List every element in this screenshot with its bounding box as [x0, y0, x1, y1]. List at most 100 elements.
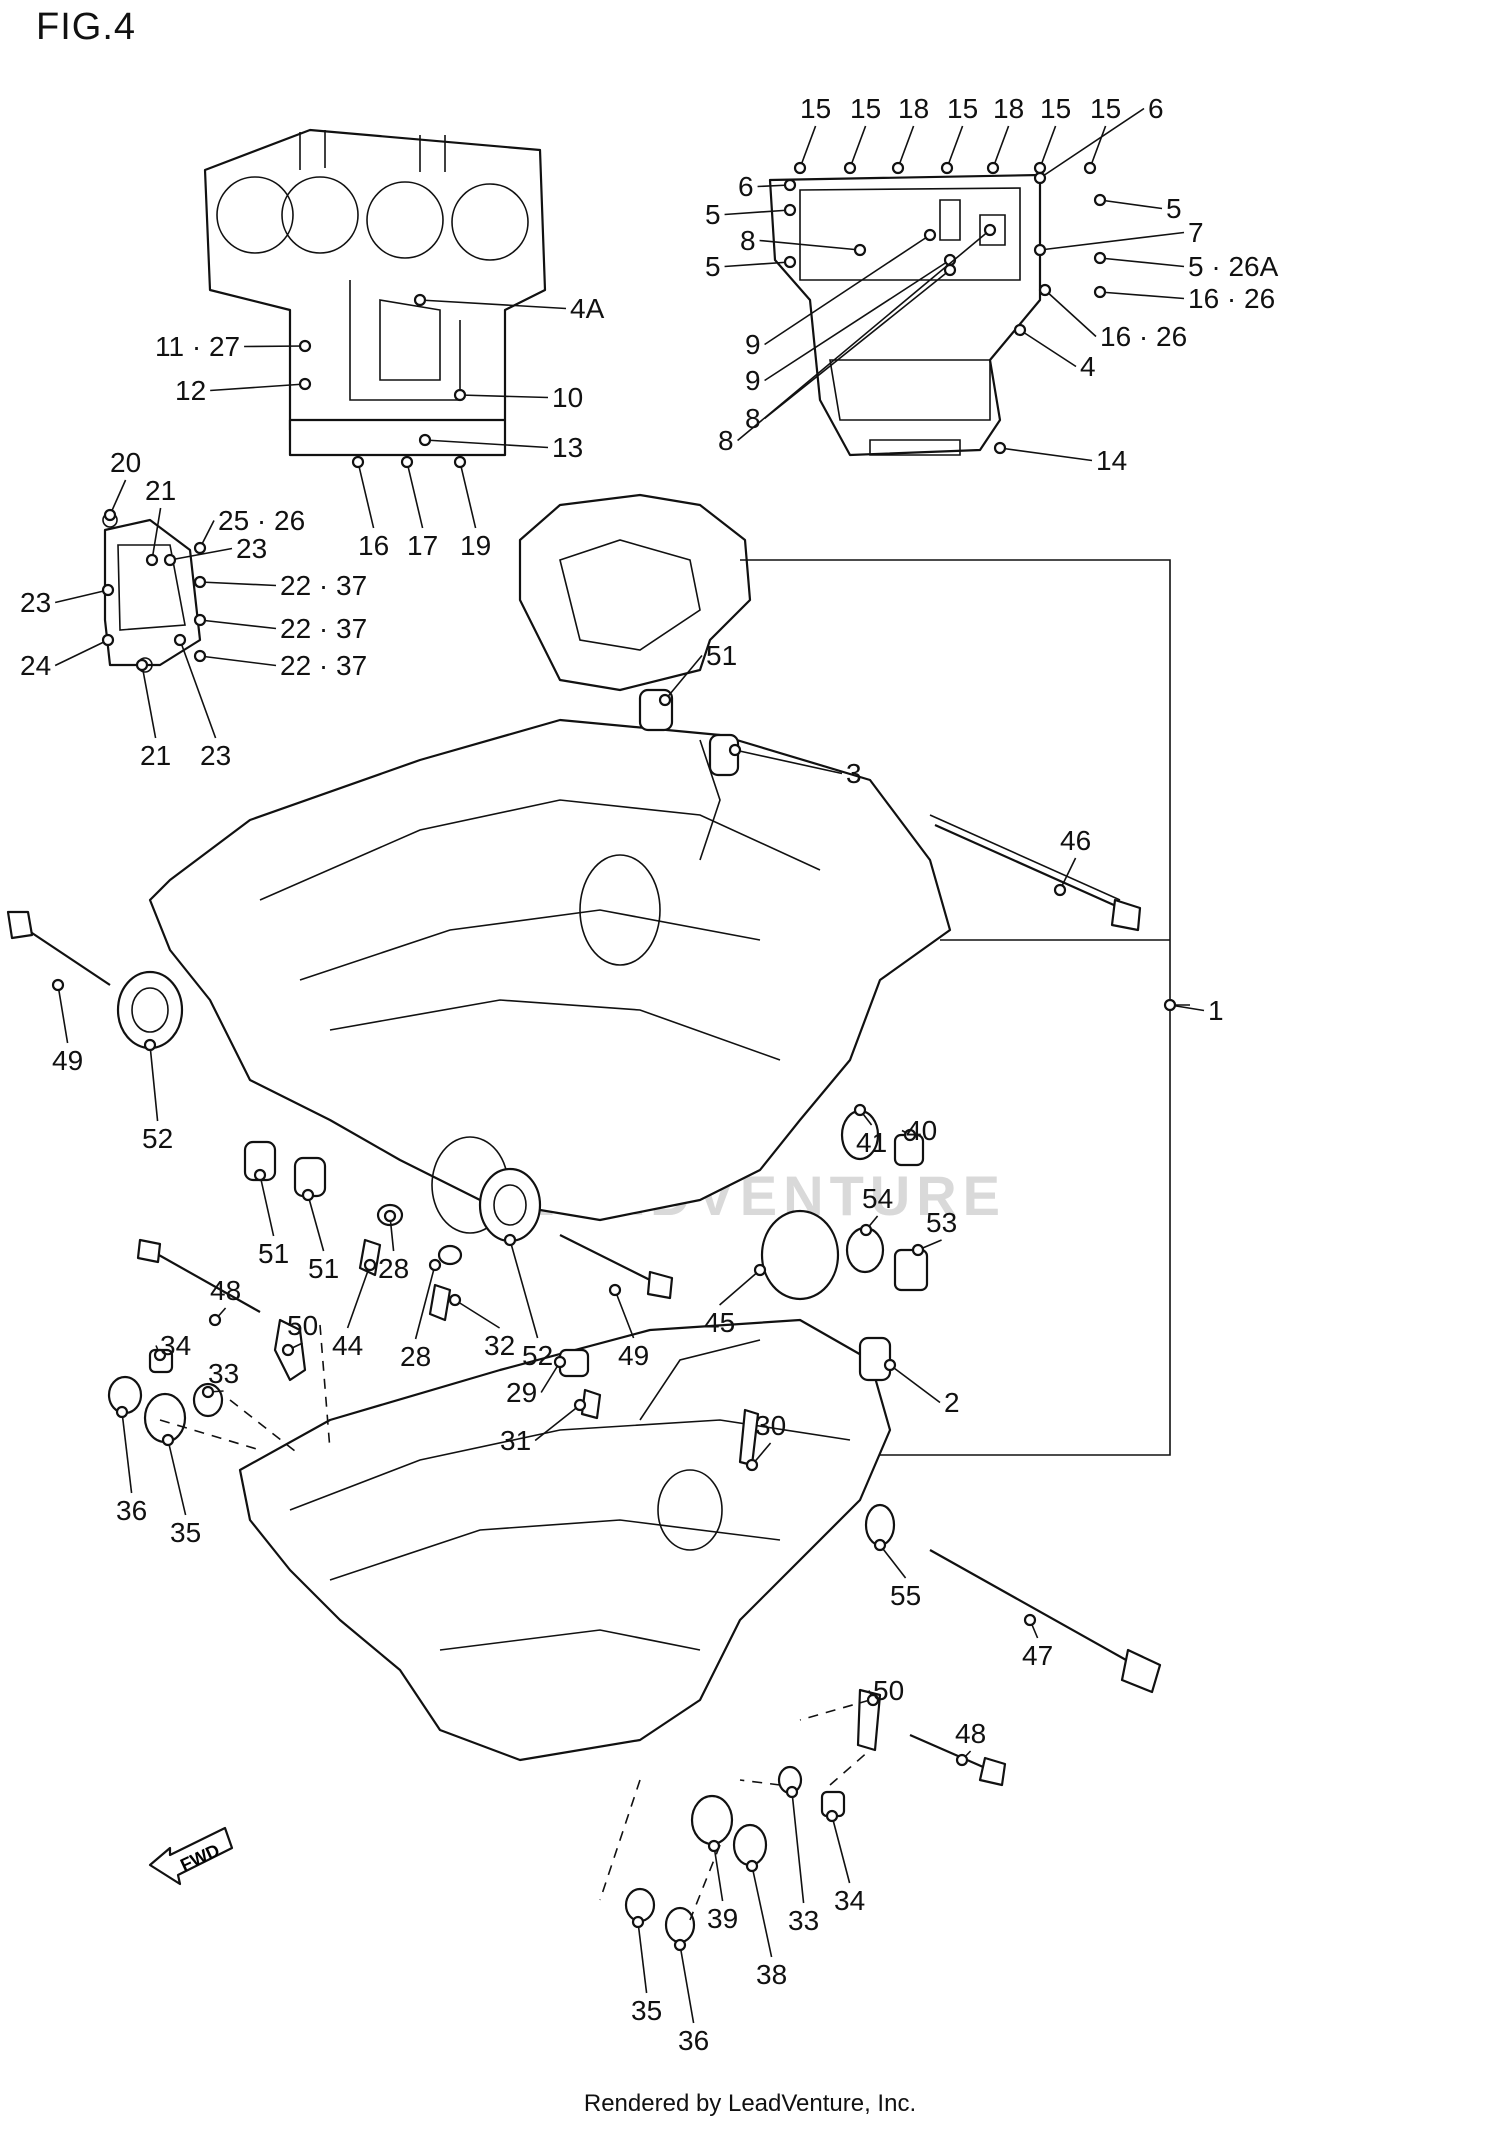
- fastener-marker: [208, 1313, 222, 1327]
- leader-line: [534, 1404, 581, 1442]
- fastener-marker: [553, 1355, 567, 1369]
- callout-45: 45: [704, 1307, 735, 1338]
- fastener-marker: [413, 293, 427, 307]
- fastener-marker: [883, 1358, 897, 1372]
- leader-line: [724, 209, 791, 216]
- fastener-marker: [943, 263, 957, 277]
- leader-line: [1039, 231, 1185, 251]
- callout-39: 39: [707, 1903, 738, 1934]
- leader-line: [679, 1944, 695, 2024]
- callout-35: 35: [631, 1995, 662, 2026]
- upper-crankcase-detail: [203, 128, 547, 457]
- bolt-49-center: [559, 1234, 674, 1300]
- callout-28: 28: [378, 1253, 409, 1284]
- callout-23: 23: [200, 740, 231, 771]
- fastener-marker: [1093, 251, 1107, 265]
- leader-line: [734, 749, 843, 775]
- small-fittings: [273, 1203, 896, 1752]
- fastener-marker: [866, 1693, 880, 1707]
- callout-21: 21: [145, 475, 176, 506]
- callout-54: 54: [862, 1183, 893, 1214]
- callout-49: 49: [52, 1045, 83, 1076]
- leader-line: [57, 984, 69, 1044]
- leader-line: [199, 619, 277, 630]
- leader-line: [764, 259, 951, 382]
- callout-52: 52: [142, 1123, 173, 1154]
- callout-13: 13: [552, 432, 583, 463]
- leader-line: [424, 439, 549, 449]
- fastener-marker: [253, 1168, 267, 1182]
- fastener-marker: [728, 743, 742, 757]
- callout-51: 51: [706, 640, 737, 671]
- callout-47: 47: [1022, 1640, 1053, 1671]
- callout-22-37: 22 · 37: [280, 650, 367, 681]
- callout-14: 14: [1096, 445, 1127, 476]
- leader-line: [637, 1921, 648, 1994]
- callout-22-37: 22 · 37: [280, 613, 367, 644]
- fastener-marker: [1013, 323, 1027, 337]
- fastener-marker: [201, 1385, 215, 1399]
- fastener-marker: [503, 1233, 517, 1247]
- leader-line: [1099, 291, 1185, 300]
- callout-5: 5: [705, 251, 721, 282]
- callout-52: 52: [522, 1340, 553, 1371]
- callout-7: 7: [1188, 217, 1204, 248]
- fastener-marker: [298, 377, 312, 391]
- callout-35: 35: [170, 1517, 201, 1548]
- leader-line: [831, 1815, 851, 1884]
- callout-23: 23: [20, 587, 51, 618]
- fastener-marker: [793, 161, 807, 175]
- callout-30: 30: [755, 1410, 786, 1441]
- cap-45: [760, 1209, 840, 1301]
- callout-20: 20: [110, 447, 141, 478]
- leader-line: [1099, 257, 1185, 268]
- callout-53: 53: [926, 1207, 957, 1238]
- leader-line: [307, 1194, 325, 1252]
- callout-19: 19: [460, 530, 491, 561]
- leader-line: [664, 654, 703, 701]
- leader-line: [992, 125, 1010, 169]
- callout-6: 6: [1148, 93, 1164, 124]
- fastener-marker: [911, 1243, 925, 1257]
- callout-2: 2: [944, 1387, 960, 1418]
- callout-18: 18: [993, 93, 1024, 124]
- fastener-marker: [843, 161, 857, 175]
- gear-52-left: [116, 970, 184, 1050]
- fastener-marker: [783, 203, 797, 217]
- leader-line: [109, 479, 127, 516]
- callout-55: 55: [890, 1580, 921, 1611]
- fastener-marker: [448, 1293, 462, 1307]
- callout-15: 15: [800, 93, 831, 124]
- leader-line: [179, 639, 217, 739]
- fastener-marker: [1033, 161, 1047, 175]
- leader-line: [167, 1439, 187, 1516]
- leader-line: [419, 299, 567, 310]
- fastener-marker: [1083, 161, 1097, 175]
- fastener-marker: [1033, 171, 1047, 185]
- side-cover-detail: [102, 512, 202, 673]
- fastener-marker: [153, 1348, 167, 1362]
- fastener-marker: [103, 508, 117, 522]
- fastener-marker: [115, 1405, 129, 1419]
- callout-33: 33: [788, 1905, 819, 1936]
- fastener-marker: [383, 1209, 397, 1223]
- fastener-marker: [193, 575, 207, 589]
- fastener-marker: [301, 1188, 315, 1202]
- callout-9: 9: [745, 365, 761, 396]
- fastener-marker: [573, 1398, 587, 1412]
- leader-line: [879, 1544, 907, 1579]
- leader-line: [54, 589, 109, 604]
- callout-25-26: 25 · 26: [218, 505, 305, 536]
- fastener-marker: [873, 1538, 887, 1552]
- bolt-48-left: [136, 1238, 261, 1313]
- fastener-marker: [986, 161, 1000, 175]
- callout-8: 8: [745, 403, 761, 434]
- callout-38: 38: [756, 1959, 787, 1990]
- callout-46: 46: [1060, 825, 1091, 856]
- leader-line: [149, 1044, 159, 1122]
- callout-6: 6: [738, 171, 754, 202]
- callout-51: 51: [258, 1238, 289, 1269]
- callout-12: 12: [175, 375, 206, 406]
- callout-36: 36: [116, 1495, 147, 1526]
- leader-line: [799, 125, 817, 169]
